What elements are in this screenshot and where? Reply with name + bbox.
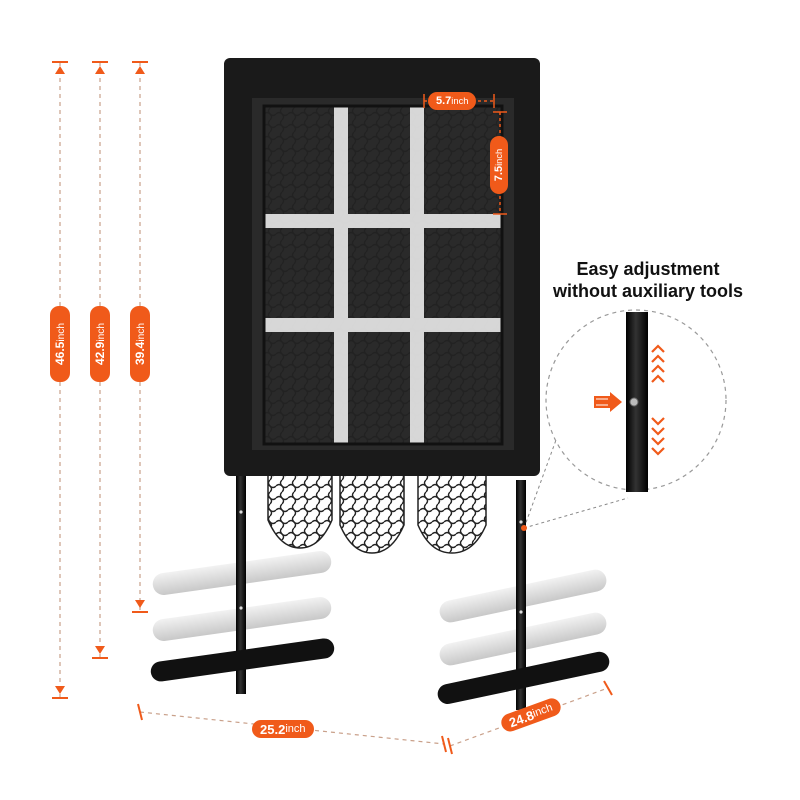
label-total-height: 46.5inch xyxy=(50,306,70,382)
base-guide-ticks xyxy=(137,680,613,755)
push-arrow-icon xyxy=(594,392,622,412)
caption-line-2: without auxiliary tools xyxy=(552,281,744,301)
left-leg xyxy=(236,472,246,694)
grid-straps xyxy=(264,106,502,444)
height-guide-ticks xyxy=(52,61,148,699)
adjustment-caption: Easy adjustment without auxiliary tools xyxy=(528,258,768,302)
caption-line-1: Easy adjustment xyxy=(576,259,720,279)
net-mesh xyxy=(264,106,502,444)
down-chevrons-icon xyxy=(651,417,665,456)
label-mid-height: 42.9inch xyxy=(90,306,110,382)
label-cell-height: 7.5inch xyxy=(490,136,508,194)
target-frame xyxy=(224,58,540,476)
height-guide-arrows xyxy=(55,66,145,694)
ghost-base-bars xyxy=(152,551,607,666)
adjustment-detail-zoom xyxy=(545,309,727,492)
up-chevrons-icon xyxy=(651,344,665,383)
left-base-bar xyxy=(150,638,335,682)
label-low-height: 39.4inch xyxy=(130,306,150,382)
right-leg xyxy=(516,480,526,710)
spring-button xyxy=(629,397,639,407)
stand-legs xyxy=(236,472,526,710)
base-bars xyxy=(150,638,610,705)
right-base-bar xyxy=(437,651,610,705)
net-pockets xyxy=(267,469,487,554)
